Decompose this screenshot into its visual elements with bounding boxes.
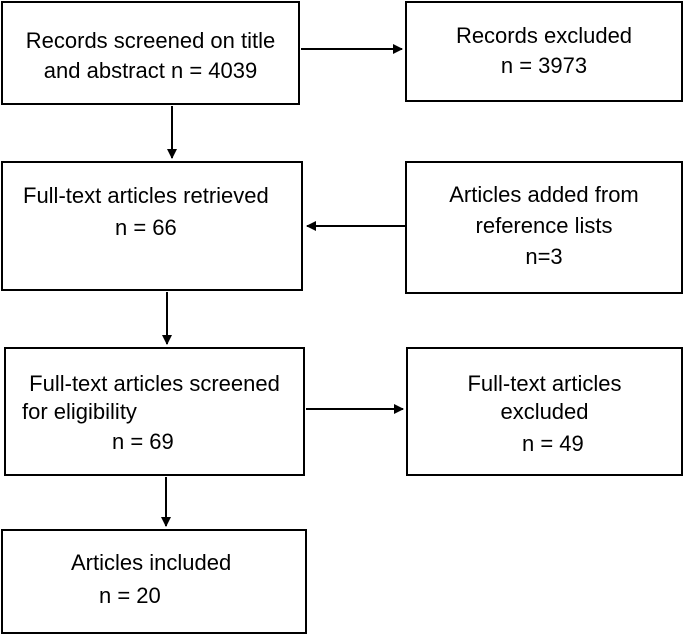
records-excluded-box: Records excluded n = 3973 <box>405 1 683 102</box>
fulltext-excluded-label: Full-text articles <box>467 371 622 396</box>
fulltext-excluded-count: n = 49 <box>522 431 584 456</box>
fulltext-retrieved-label: Full-text articles retrieved <box>23 183 269 208</box>
screened-for-eligibility-box: Full-text articles screened for eligibil… <box>4 347 305 476</box>
added-from-references-box: Articles added from reference lists n=3 <box>405 161 683 294</box>
articles-included-count: n = 20 <box>99 583 161 608</box>
articles-included-box: Articles included n = 20 <box>1 529 307 634</box>
added-from-references-label: Articles added from <box>449 182 639 207</box>
records-screened-count: and abstract n = 4039 <box>43 58 258 83</box>
records-excluded-label: Records excluded <box>455 23 633 48</box>
records-excluded-count: n = 3973 <box>500 53 588 78</box>
articles-included-label: Articles included <box>71 550 232 575</box>
records-screened-box: Records screened on title and abstract n… <box>1 1 300 105</box>
added-from-references-label-2: reference lists <box>475 213 613 238</box>
screened-for-eligibility-label-2: for eligibility <box>22 399 137 424</box>
fulltext-excluded-box: Full-text articles excluded n = 49 <box>406 347 683 476</box>
fulltext-retrieved-box: Full-text articles retrieved n = 66 <box>1 161 303 291</box>
records-screened-label: Records screened on title <box>25 28 276 53</box>
fulltext-excluded-label-2: excluded <box>500 399 589 424</box>
screened-for-eligibility-label: Full-text articles screened <box>29 371 280 396</box>
screened-for-eligibility-count: n = 69 <box>112 429 174 454</box>
added-from-references-count: n=3 <box>525 244 563 269</box>
fulltext-retrieved-count: n = 66 <box>115 215 177 240</box>
